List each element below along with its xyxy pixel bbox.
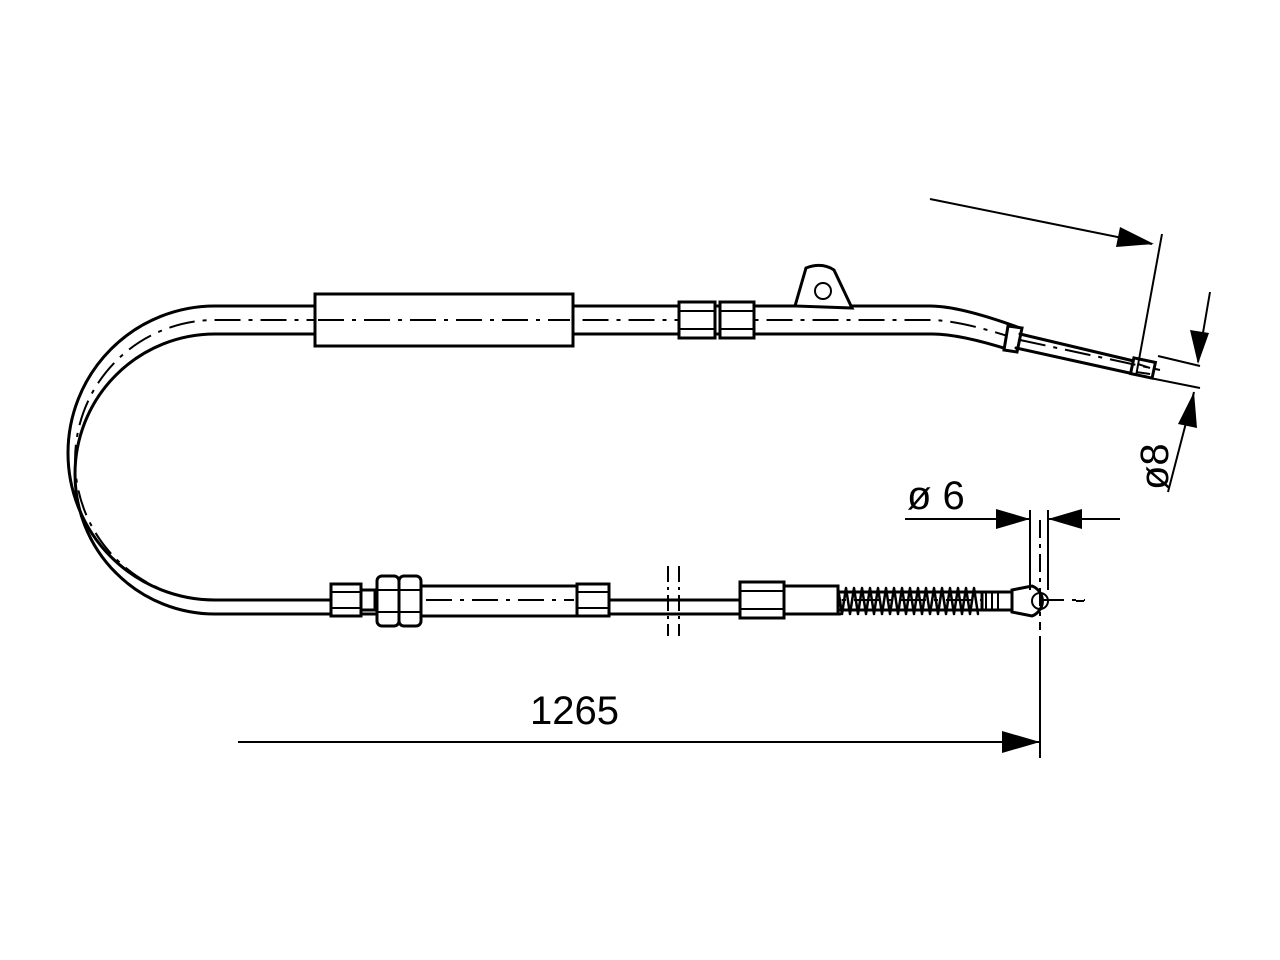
top-end-wire [1002,324,1161,380]
dim-overall-length-label: 1265 [530,689,619,733]
dim-diameter-right-label: ø 6 [907,474,965,518]
cable-centerline [74,319,1085,601]
dim-diameter-right [905,509,1120,630]
mounting-bracket [793,263,855,310]
end-eyelet [980,584,1049,618]
dim-overall-length [238,636,1041,758]
top-hex-fitting [677,300,756,340]
dim-top-extension [929,198,1163,377]
return-spring [836,586,984,616]
adjuster-nuts [329,574,611,628]
dim-diameter-top-label: ø8 [1133,443,1177,490]
dim-diameter-top [1149,291,1211,493]
break-marks [667,566,680,636]
bottom-hex-fitting [738,580,840,620]
cable-sheath [66,304,1022,616]
